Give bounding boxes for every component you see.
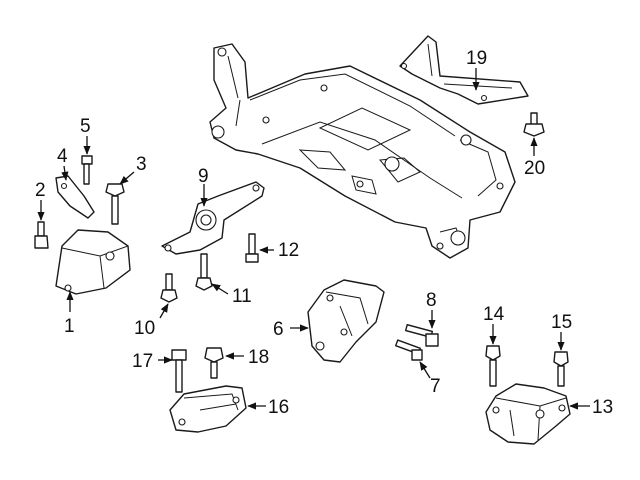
bolt-7 [394,339,423,361]
mount-16 [169,385,247,433]
callout-6: 6 [273,319,284,340]
brace-19 [399,35,529,105]
callout-20: 20 [524,158,545,179]
callout-11: 11 [232,286,252,307]
callout-13: 13 [592,397,613,418]
callout-9: 9 [198,166,209,187]
bolt-14 [485,345,501,387]
bolt-15 [553,351,569,387]
callout-8: 8 [426,290,437,311]
bolt-17 [171,349,187,393]
bolt-3 [105,183,125,225]
callout-19: 19 [466,48,487,69]
bolt-11 [195,253,213,291]
callout-1: 1 [64,316,75,337]
leader-lines [37,68,590,410]
callout-16: 16 [268,397,289,418]
mount-13 [485,383,571,445]
bolt-5 [81,155,93,185]
subframe [209,43,516,259]
callout-18: 18 [248,347,269,368]
bracket-4 [55,175,95,219]
callout-7: 7 [430,376,441,397]
bolt-8 [404,324,439,347]
callout-10: 10 [134,318,155,339]
callout-12: 12 [278,240,299,261]
bolt-10 [160,273,178,303]
bolt-2 [34,221,49,249]
callout-4: 4 [57,146,68,167]
callout-5: 5 [80,116,91,137]
callout-15: 15 [551,312,572,333]
callout-17: 17 [132,351,153,372]
callout-labels: 1 2 3 4 5 6 7 8 9 10 11 12 13 14 15 16 1… [35,48,613,418]
bracket-6 [307,279,385,363]
torque-arm-9 [161,181,265,255]
callout-2: 2 [35,180,46,201]
bolt-18 [204,347,224,379]
callout-3: 3 [136,154,147,175]
bolt-12 [245,233,259,263]
engine-mount-1 [55,229,131,295]
callout-14: 14 [483,304,505,325]
bolt-20 [523,112,545,137]
